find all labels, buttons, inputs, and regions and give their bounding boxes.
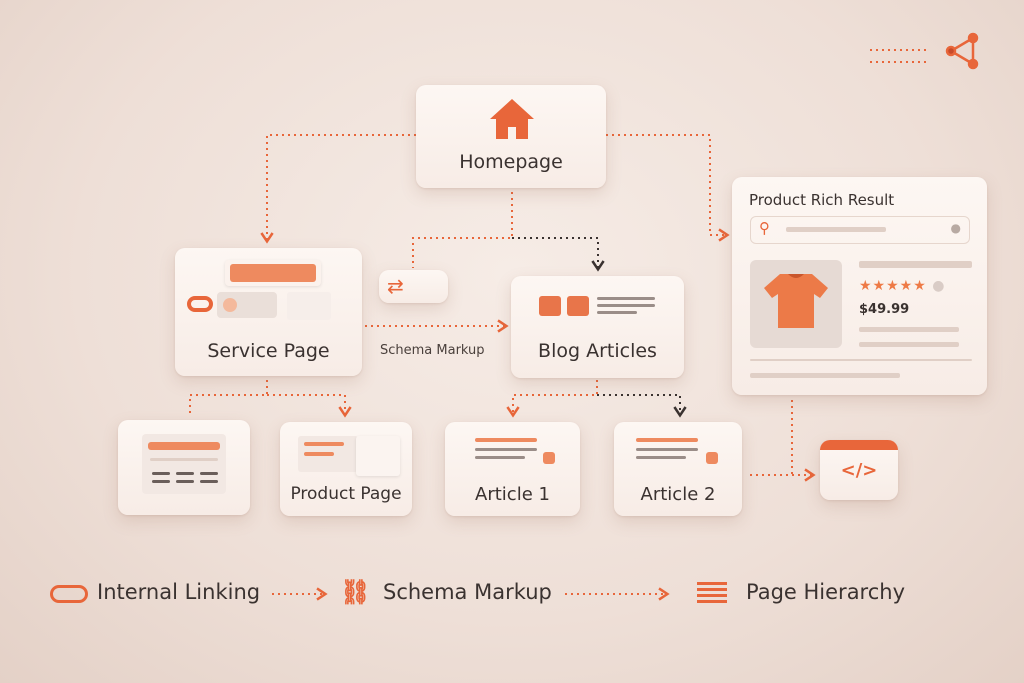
link-icon — [50, 585, 88, 603]
star-rating: ★★★★★ ● — [859, 278, 946, 294]
product-page-label: Product Page — [290, 484, 402, 504]
schema-markup-edge-label: Schema Markup — [380, 343, 485, 358]
article-2-node[interactable]: Article 2 — [614, 422, 742, 516]
legend-label: Schema Markup — [383, 580, 552, 604]
edge-blog-article2 — [597, 394, 687, 418]
edge-richresult-code — [750, 400, 812, 475]
legend-label: Internal Linking — [97, 580, 261, 604]
article-1-label: Article 1 — [475, 484, 550, 505]
price: $49.99 — [859, 302, 910, 317]
search-bar[interactable]: ⚲ ● — [750, 216, 970, 244]
edge-home-service — [260, 134, 416, 244]
swap-icon-card: ⇄ — [379, 270, 448, 303]
link-icon — [187, 296, 213, 312]
share-network-icon — [945, 32, 979, 70]
broken-link-icon: ⛓ — [340, 578, 371, 606]
legend-label: Page Hierarchy — [746, 580, 906, 604]
search-icon: ⚲ — [759, 219, 770, 237]
edge-home-down — [412, 192, 513, 268]
code-icon: </> — [840, 460, 878, 481]
edge-service-children — [189, 380, 345, 414]
product-rich-result-card[interactable]: Product Rich Result ⚲ ● ★★★★★ ● $49.99 — [732, 177, 987, 395]
corner-dots — [870, 49, 930, 63]
homepage-label: Homepage — [459, 151, 563, 173]
code-node[interactable]: </> — [820, 440, 898, 500]
home-icon — [490, 99, 534, 139]
homepage-node[interactable]: Homepage — [416, 85, 606, 188]
edge-home-blog — [512, 237, 605, 272]
rich-result-title: Product Rich Result — [749, 191, 895, 209]
product-image — [750, 260, 842, 348]
service-page-node[interactable]: Service Page — [175, 248, 362, 376]
service-page-label: Service Page — [207, 340, 330, 362]
edge-home-richresult — [606, 134, 730, 242]
tshirt-icon — [764, 274, 828, 328]
page-child-node[interactable] — [118, 420, 250, 515]
blog-articles-node[interactable]: Blog Articles — [511, 276, 684, 378]
edge-blog-article1 — [506, 380, 598, 418]
article-2-label: Article 2 — [640, 484, 716, 505]
list-hierarchy-icon — [697, 582, 727, 606]
user-icon: ● — [950, 221, 961, 235]
blog-articles-label: Blog Articles — [538, 340, 657, 362]
article-1-node[interactable]: Article 1 — [445, 422, 580, 516]
swap-arrows-icon: ⇄ — [387, 274, 404, 298]
product-page-node[interactable]: Product Page — [280, 422, 412, 516]
